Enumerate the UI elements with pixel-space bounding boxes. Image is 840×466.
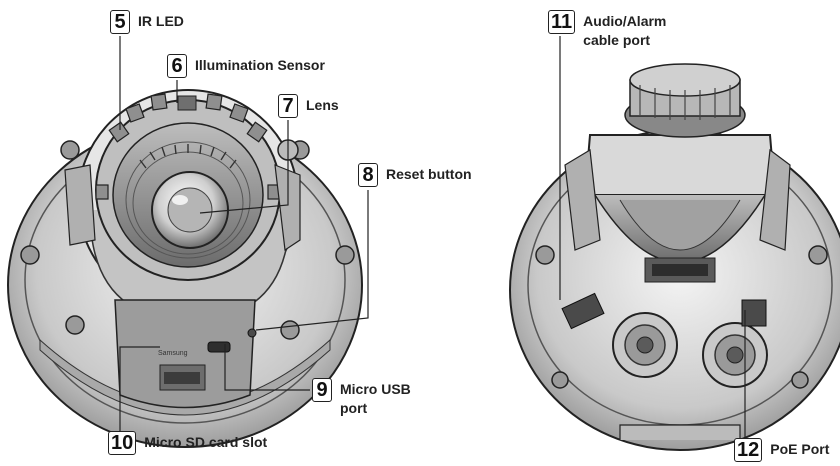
callout-number: 6 — [167, 54, 187, 78]
callout-label: Micro SD card slot — [144, 434, 268, 450]
callout-label: PoE Port — [770, 441, 830, 457]
callout-number: 8 — [358, 163, 378, 187]
callout-number: 10 — [108, 431, 137, 455]
callout-number: 12 — [734, 438, 763, 462]
rear-camera — [509, 63, 840, 451]
callout-label: Reset button — [386, 166, 472, 182]
callout-label: Audio/Alarm cable port — [583, 13, 667, 48]
callout-label: IR LED — [138, 13, 184, 29]
callout-reset-button: 8 Reset button — [358, 163, 472, 187]
callout-ir-led: 5 IR LED — [110, 10, 184, 34]
callout-poe-port: 12 PoE Port — [734, 438, 829, 462]
svg-text:Samsung: Samsung — [158, 350, 188, 357]
callout-audio-alarm-cable-port: 11 Audio/Alarm cable port — [548, 10, 693, 50]
front-camera: Samsung — [7, 89, 363, 448]
callout-illumination-sensor: 6 Illumination Sensor — [167, 54, 325, 78]
leader-lines-left — [119, 36, 369, 438]
leader-lines-right — [559, 36, 746, 438]
callout-number: 9 — [312, 378, 332, 402]
callout-micro-usb-port: 9 Micro USB port — [312, 378, 420, 418]
callout-number: 5 — [110, 10, 130, 34]
callout-label: Lens — [306, 97, 339, 113]
callout-lens: 7 Lens — [278, 94, 339, 118]
callout-label: Illumination Sensor — [195, 57, 325, 73]
callout-micro-sd-card-slot: 10 Micro SD card slot — [108, 431, 267, 455]
callout-label: Micro USB port — [340, 381, 411, 416]
callout-number: 11 — [548, 10, 576, 34]
callout-number: 7 — [278, 94, 298, 118]
